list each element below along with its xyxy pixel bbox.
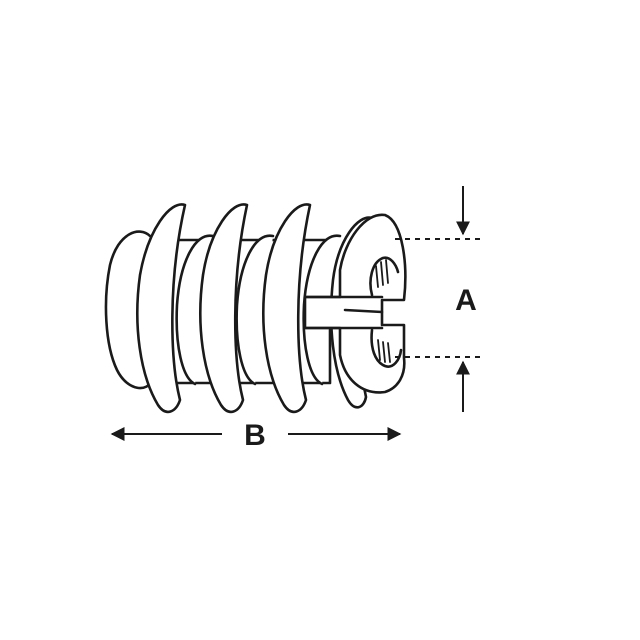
bore-inner-lower	[370, 328, 403, 368]
thread-crest-3	[199, 203, 249, 414]
thread-crest-4	[262, 203, 312, 414]
dimension-a	[395, 186, 485, 412]
bore-inner-upper	[369, 256, 400, 297]
dimension-a-label: A	[455, 284, 477, 317]
slot-inner-step	[343, 308, 384, 314]
threaded-insert-body	[104, 203, 407, 414]
bore-thread-hatch	[375, 259, 391, 363]
thread-crest-2	[136, 203, 187, 414]
dimension-b-label: B	[244, 419, 266, 452]
thread-root-3	[235, 234, 275, 386]
